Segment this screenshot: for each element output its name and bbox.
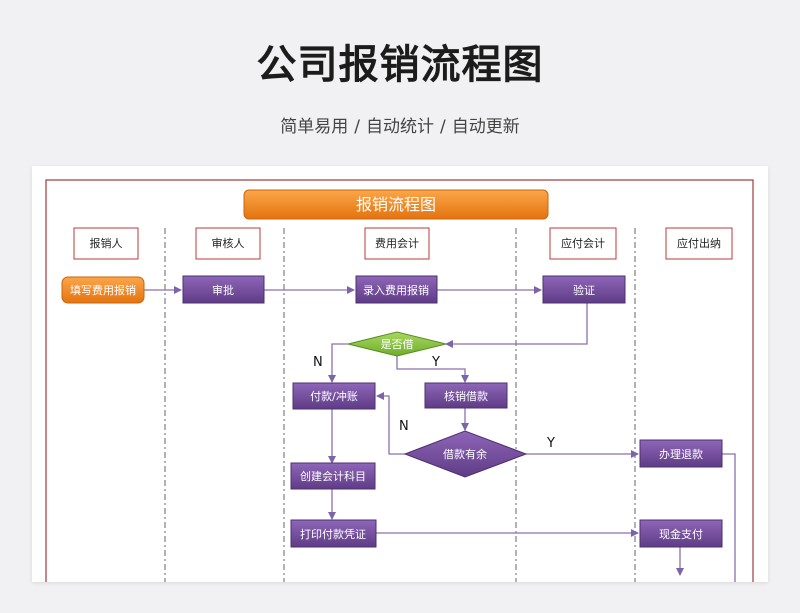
label-no-balance: N	[399, 419, 409, 434]
process-pay-offset: 付款/冲账	[292, 382, 376, 410]
flowchart-card: 报销流程图 报销人 审核人 费用会计 应付会计 应付出纳	[32, 166, 768, 582]
svg-text:审核人: 审核人	[212, 236, 245, 250]
process-verify: 验证	[542, 275, 626, 304]
process-refund: 办理退款	[639, 439, 723, 468]
process-cash-payment: 现金支付	[639, 519, 723, 548]
subtitle-part-3: 自动更新	[451, 117, 520, 137]
subtitle-separator: /	[440, 117, 446, 137]
lane-header-reviewer: 审核人	[195, 227, 261, 260]
svg-text:录入费用报销: 录入费用报销	[363, 283, 429, 297]
process-create-account: 创建会计科目	[290, 462, 376, 490]
subtitle-part-2: 自动统计	[366, 117, 434, 137]
decision-loan-balance: 借款有余	[403, 430, 528, 478]
lane-header-cashier: 应付出纳	[665, 227, 733, 260]
subtitle-part-1: 简单易用	[280, 117, 349, 137]
svg-text:打印付款凭证: 打印付款凭证	[300, 527, 366, 541]
start-fill-expense: 填写费用报销	[61, 276, 145, 304]
process-print-voucher: 打印付款凭证	[290, 519, 377, 548]
page-title: 公司报销流程图	[256, 42, 544, 88]
lane-header-payable-accountant: 应付会计	[549, 227, 617, 260]
svg-text:付款/冲账: 付款/冲账	[310, 389, 358, 403]
svg-text:是否借: 是否借	[381, 338, 414, 351]
connectors	[144, 286, 736, 582]
svg-text:办理退款: 办理退款	[659, 447, 703, 461]
lane-dividers	[164, 228, 636, 582]
svg-text:验证: 验证	[573, 283, 595, 297]
page-subtitle: 简单易用/自动统计/自动更新	[0, 112, 800, 137]
svg-text:核销借款: 核销借款	[444, 389, 488, 403]
svg-text:报销人: 报销人	[90, 236, 123, 250]
process-review: 审批	[182, 275, 265, 304]
banner-title: 报销流程图	[356, 195, 436, 214]
label-no-borrowed: N	[313, 355, 323, 370]
svg-text:创建会计科目: 创建会计科目	[300, 469, 366, 483]
process-writeoff-loan: 核销借款	[424, 382, 508, 409]
lane-header-expense-accountant: 费用会计	[364, 227, 430, 260]
svg-text:借款有余: 借款有余	[443, 447, 487, 461]
svg-text:填写费用报销: 填写费用报销	[70, 283, 136, 297]
lane-header-reimburser: 报销人	[73, 227, 139, 260]
process-enter-expense: 录入费用报销	[355, 275, 438, 304]
subtitle-separator: /	[354, 117, 360, 137]
svg-text:应付会计: 应付会计	[561, 236, 605, 250]
svg-text:费用会计: 费用会计	[375, 237, 419, 250]
label-yes-borrowed: Y	[431, 355, 440, 370]
flowchart-diagram: 报销流程图 报销人 审核人 费用会计 应付会计 应付出纳	[45, 179, 754, 582]
decision-is-borrowed: 是否借	[347, 331, 447, 357]
svg-text:现金支付: 现金支付	[659, 527, 703, 541]
frame-border	[45, 179, 754, 582]
flowchart-banner: 报销流程图	[243, 189, 549, 220]
svg-text:审批: 审批	[212, 283, 234, 297]
svg-text:应付出纳: 应付出纳	[677, 236, 721, 250]
label-yes-balance: Y	[546, 436, 555, 451]
